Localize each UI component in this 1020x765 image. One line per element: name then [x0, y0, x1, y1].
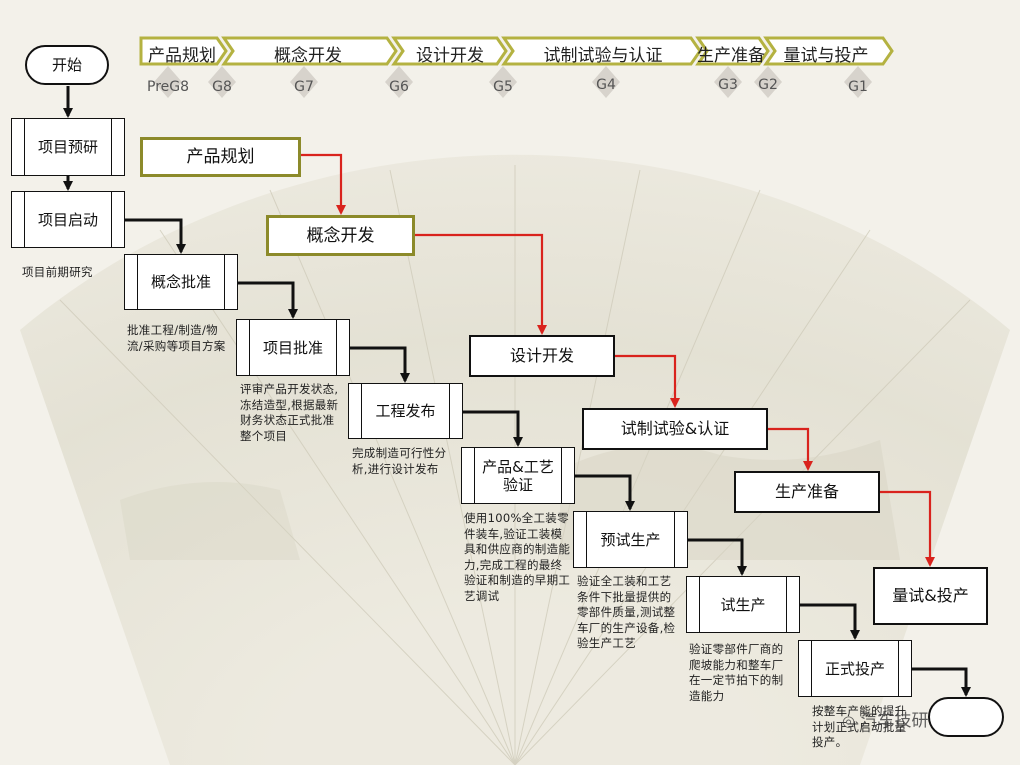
- gate-diamond: [592, 66, 620, 98]
- step-start-of-production: 正式投产: [798, 640, 912, 697]
- connector-arrow: [125, 218, 186, 254]
- watermark: ◎ 汽车技研: [842, 706, 929, 731]
- gate-label: G1: [848, 79, 868, 95]
- connector-arrow: [880, 490, 935, 567]
- step-label: 正式投产: [824, 659, 885, 678]
- step-trial-production: 试生产: [686, 576, 800, 633]
- start-node: 开始: [25, 45, 109, 85]
- gate-label: PreG8: [146, 79, 190, 95]
- gate-diamond: [844, 66, 872, 98]
- step-note: 完成制造可行性分析,进行设计发布: [352, 446, 447, 476]
- step-note: 评审产品开发状态,冻结造型,根据最新财务状态正式批准整个项目: [240, 382, 339, 443]
- gate-label: G7: [294, 79, 314, 95]
- step-label: 试生产: [720, 595, 766, 614]
- phase-box-prototype-validation: 试制试验&认证: [582, 408, 768, 450]
- gate-label: G5: [493, 79, 513, 95]
- connector-arrow: [912, 667, 971, 697]
- step-note: 使用100%全工装零件装车,验证工装模具和供应商的制造能力,完成工程的最终验证和…: [464, 511, 571, 603]
- connector-arrow: [463, 410, 523, 447]
- start-label: 开始: [51, 56, 82, 74]
- end-node: [928, 697, 1004, 737]
- watermark-text: 汽车技研: [860, 711, 929, 731]
- timeline-phase-label: 概念开发: [274, 46, 342, 66]
- phase-label: 设计开发: [509, 346, 574, 365]
- phase-label: 量试&投产: [892, 586, 969, 605]
- step-engineering-release: 工程发布: [348, 383, 463, 439]
- gate-label: G6: [389, 79, 409, 95]
- step-label: 工程发布: [375, 402, 436, 420]
- timeline-phase-label: 生产准备: [697, 46, 765, 66]
- gate-label: G2: [758, 77, 778, 93]
- gate-label: G4: [596, 77, 616, 93]
- phase-label: 产品规划: [186, 147, 255, 167]
- phase-box-product-planning: 产品规划: [140, 137, 301, 177]
- gate-label: G8: [212, 79, 232, 95]
- step-project-pre-research: 项目预研: [11, 118, 125, 176]
- connector-arrow: [301, 153, 346, 215]
- connector-arrow: [800, 603, 860, 640]
- step-note: 验证全工装和工艺条件下批量提供的零部件质量,测试整车厂的生产设备,检验生产工艺: [577, 574, 676, 650]
- connector-arrow: [575, 474, 635, 511]
- step-label: 项目启动: [37, 210, 98, 229]
- timeline-chevron: [501, 36, 702, 66]
- gate-diamond: [208, 66, 236, 98]
- phase-timeline: [139, 36, 894, 98]
- connector-arrow: [350, 346, 410, 383]
- gate-diamond: [714, 66, 742, 98]
- gate-diamond: [754, 66, 782, 98]
- step-product-process-validation: 产品&工艺验证: [461, 447, 575, 504]
- timeline-chevron: [695, 36, 770, 66]
- timeline-chevron: [221, 36, 398, 66]
- timeline-phase-label: 量试与投产: [783, 46, 869, 66]
- step-pre-trial-production: 预试生产: [573, 511, 688, 568]
- phase-box-production-preparation: 生产准备: [734, 471, 880, 513]
- connector-arrow: [768, 427, 813, 471]
- gate-diamond: [154, 66, 182, 98]
- phase-box-concept-development: 概念开发: [266, 215, 415, 256]
- step-note: 批准工程/制造/物流/采购等项目方案: [127, 323, 226, 353]
- step-label: 概念批准: [150, 273, 211, 291]
- gate-diamond: [290, 66, 318, 98]
- step-note: 验证零部件厂商的爬坡能力和整车厂在一定节拍下的制造能力: [689, 642, 784, 703]
- timeline-chevron: [391, 36, 508, 66]
- timeline-phase-label: 设计开发: [416, 46, 484, 66]
- connector-arrow: [688, 538, 747, 576]
- step-label: 预试生产: [600, 530, 661, 549]
- connector-arrow: [415, 233, 547, 335]
- step-project-kickoff: 项目启动: [11, 191, 125, 248]
- connector-arrow: [238, 281, 298, 319]
- step-concept-approval: 概念批准: [124, 254, 238, 310]
- step-label: 项目预研: [37, 138, 98, 156]
- timeline-chevron: [139, 36, 228, 66]
- step-label: 产品&工艺验证: [482, 457, 554, 494]
- step-project-approval: 项目批准: [236, 319, 350, 376]
- connector-arrow: [615, 354, 680, 408]
- timeline-phase-label: 产品规划: [148, 46, 216, 66]
- gate-label: G3: [718, 77, 738, 93]
- wechat-icon: ◎: [842, 712, 856, 730]
- phase-box-design-development: 设计开发: [469, 335, 615, 377]
- step-note: 项目前期研究: [22, 265, 93, 279]
- phase-label: 概念开发: [306, 225, 375, 246]
- timeline-phase-label: 试制试验与认证: [543, 46, 663, 66]
- step-label: 项目批准: [262, 338, 323, 357]
- gate-diamond: [489, 66, 517, 98]
- timeline-chevron: [763, 36, 894, 66]
- phase-label: 生产准备: [774, 482, 839, 501]
- phase-label: 试制试验&认证: [620, 419, 730, 438]
- gate-diamond: [385, 66, 413, 98]
- step-note: 按整车产能的提升计划正式启动批量投产。: [812, 704, 907, 749]
- phase-box-pilot-and-launch: 量试&投产: [873, 567, 988, 625]
